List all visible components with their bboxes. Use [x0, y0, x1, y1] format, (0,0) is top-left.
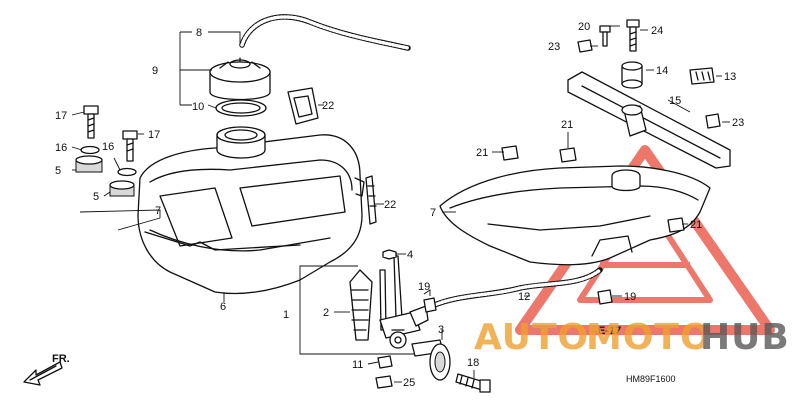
callout-13: 13	[724, 71, 736, 83]
grommet-21-c	[667, 217, 685, 233]
bolt-23-right	[705, 113, 721, 129]
bolt-23-top	[577, 39, 593, 53]
callout-21-left: 21	[476, 147, 488, 159]
watermark-hub: HUB	[700, 317, 790, 358]
callout-23-right: 23	[732, 117, 744, 129]
tank-cover-7	[439, 165, 711, 266]
callout-6: 6	[220, 301, 226, 313]
callout-8: 8	[196, 27, 202, 39]
hose-clip-19-right	[597, 289, 613, 305]
callout-16-right: 16	[102, 141, 114, 153]
diagram-code: HM89F1600	[626, 374, 676, 384]
nut-4	[382, 249, 397, 260]
bracket-15	[567, 71, 731, 169]
watermark-text: AUTO MOTO HUB	[474, 317, 790, 358]
callout-5-right: 5	[93, 191, 99, 203]
leader-lines	[71, 25, 730, 383]
bolt-18	[455, 373, 491, 393]
callout-19-left: 19	[418, 281, 430, 293]
callout-24: 24	[651, 25, 663, 37]
strap-22-side	[365, 175, 377, 225]
bolt-17-right	[122, 130, 138, 162]
callout-12: 12	[518, 291, 530, 303]
callout-21-right: 21	[690, 219, 702, 231]
callout-5-left: 5	[55, 165, 61, 177]
watermark-auto: AUTO	[474, 317, 589, 358]
callout-17-left: 17	[55, 110, 67, 122]
callout-labels: 8 9 10 22 17 17 16 16 5 5 7 22 6 4 1 2 1…	[55, 21, 744, 389]
callout-2: 2	[323, 307, 329, 319]
reference-e17: E-17	[598, 325, 621, 337]
front-label: FR.	[52, 353, 70, 365]
fuel-hose-12	[429, 267, 603, 309]
callout-22-side: 22	[384, 199, 396, 211]
callout-21-top: 21	[561, 119, 573, 131]
cap-gasket	[215, 99, 267, 117]
fuel-tank	[137, 126, 365, 295]
callout-1: 1	[283, 309, 289, 321]
callout-22-upper: 22	[322, 100, 334, 112]
hose-clip-19-left	[423, 297, 437, 313]
strap-22-upper	[287, 87, 319, 125]
callout-23-top: 23	[548, 41, 560, 53]
bolt-20	[599, 25, 611, 47]
bolt-17-left	[83, 105, 99, 139]
callout-10: 10	[192, 101, 204, 113]
callout-7-right: 7	[430, 207, 436, 219]
bolt-24	[626, 19, 640, 52]
fuel-valve	[379, 255, 429, 349]
callout-14: 14	[656, 65, 668, 77]
callout-4: 4	[407, 249, 413, 261]
grommet-21-b	[501, 145, 519, 161]
callout-18: 18	[467, 357, 479, 369]
callout-15: 15	[669, 95, 681, 107]
fuel-cap	[209, 57, 271, 101]
clip-11	[377, 355, 393, 369]
fuel-valve-group-box	[299, 265, 426, 355]
callout-9: 9	[152, 65, 158, 77]
callout-25: 25	[403, 377, 415, 389]
watermark-moto: MOTO	[586, 317, 712, 358]
callout-3: 3	[438, 324, 444, 336]
grommet-21-a	[559, 147, 577, 163]
callout-20: 20	[578, 21, 590, 33]
front-direction-arrow: FR.	[23, 353, 70, 386]
callout-7-left: 7	[155, 205, 161, 217]
bolt-25	[375, 375, 393, 389]
callout-17-right: 17	[148, 129, 160, 141]
callout-19-right: 19	[624, 291, 636, 303]
breather-hose	[239, 14, 411, 51]
fuel-strainer	[349, 269, 373, 341]
collar-14	[621, 61, 643, 89]
callout-16-left: 16	[55, 142, 67, 154]
valve-knob-3	[411, 339, 451, 381]
clip-13	[689, 67, 715, 85]
callout-11: 11	[352, 359, 363, 371]
